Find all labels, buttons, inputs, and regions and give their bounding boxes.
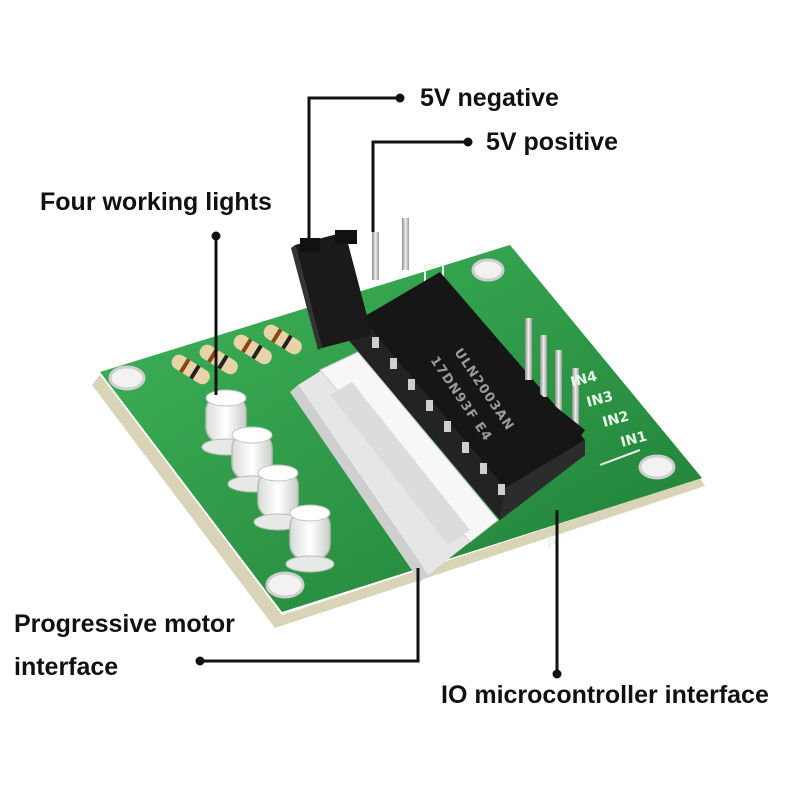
leader-dots	[195, 93, 562, 679]
power-pin	[402, 218, 409, 270]
led-group	[201, 389, 335, 573]
mounting-hole	[108, 365, 146, 391]
power-jumper	[291, 230, 372, 350]
mounting-hole	[638, 454, 676, 480]
io-pin-label: IN4	[569, 368, 599, 390]
led	[285, 504, 335, 573]
io-header-pins	[514, 318, 585, 440]
label-5v-positive: 5V positive	[486, 128, 618, 156]
label-motor-interface-line1: Progressive motor	[14, 610, 235, 638]
leader-5v-positive	[371, 140, 468, 232]
silkscreen-line	[599, 449, 641, 466]
ic-chip: ULN2003AN 17DN93F E4	[340, 272, 585, 520]
io-pin-label: IN1	[619, 429, 649, 451]
leader-lines	[200, 96, 559, 672]
io-pin-label: IN3	[585, 389, 615, 411]
label-io-interface: IO microcontroller interface	[441, 681, 769, 709]
motor-connector	[290, 351, 499, 582]
power-pin	[372, 232, 379, 280]
mounting-hole	[471, 258, 505, 282]
chip-legs	[372, 337, 505, 495]
label-four-working-lights: Four working lights	[40, 188, 272, 216]
io-pin-label: IN2	[601, 409, 631, 431]
leader-motor-interface	[200, 568, 420, 663]
mounting-hole	[265, 571, 305, 599]
label-5v-negative: 5V negative	[420, 84, 559, 112]
pcb-edge	[92, 375, 705, 628]
label-motor-interface-line2: interface	[14, 653, 119, 681]
leader-5v-negative	[307, 96, 400, 240]
led	[253, 464, 303, 531]
